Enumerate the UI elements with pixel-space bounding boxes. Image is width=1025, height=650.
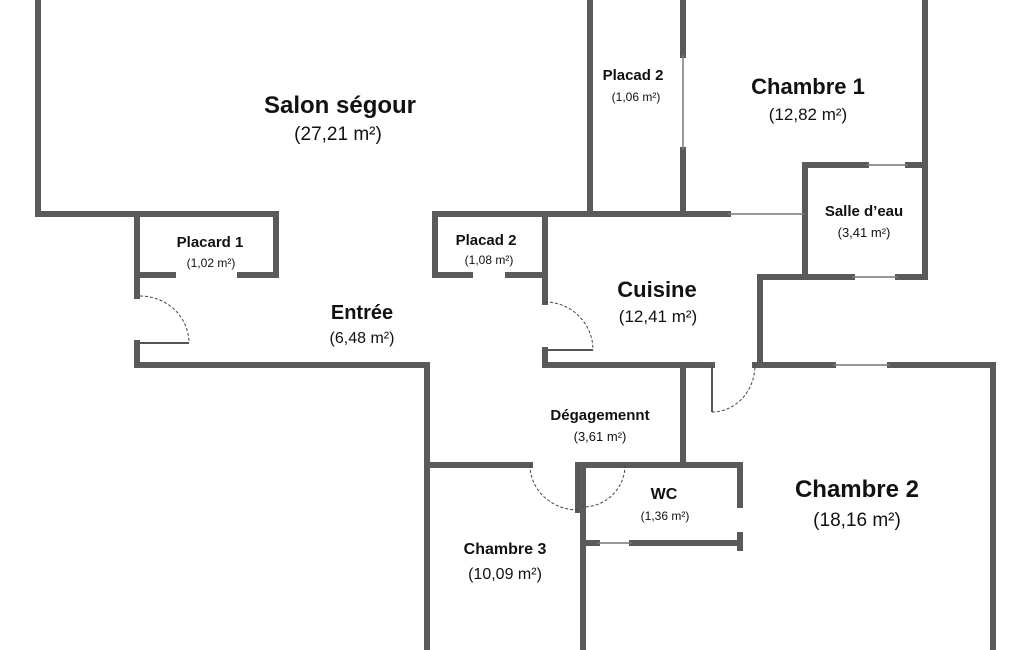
room-area: (27,21 m²) [294,124,382,145]
door-chambre2[interactable] [711,364,756,413]
room-entree: Entrée (6,48 m²) [330,302,395,347]
room-name: Chambre 2 [795,476,919,503]
room-area: (3,41 m²) [838,225,891,240]
room-area: (12,41 m²) [619,307,697,326]
room-chambre1: Chambre 1 (12,82 m²) [751,74,865,124]
room-area: (18,16 m²) [813,510,901,531]
room-placard1: Placard 1 (1,02 m²) [177,234,244,270]
room-name: Placad 2 [603,67,664,84]
room-area: (10,09 m²) [468,566,542,583]
room-name: Placard 1 [177,234,244,251]
room-name: Placad 2 [456,232,517,249]
room-area: (1,36 m²) [641,509,690,523]
room-area: (1,08 m²) [465,253,514,267]
room-area: (12,82 m²) [769,105,847,124]
room-placad2-top: Placad 2 (1,06 m²) [603,67,664,104]
room-name: WC [651,486,678,503]
room-chambre2: Chambre 2 (18,16 m²) [795,476,919,531]
room-chambre3: Chambre 3 (10,09 m²) [464,541,547,583]
room-name: Salon ségour [264,92,416,119]
room-name: Chambre 1 [751,74,865,99]
room-wc: WC (1,36 m²) [641,486,690,523]
door-wc[interactable] [582,464,626,508]
door-entree[interactable] [139,295,190,344]
room-salon: Salon ségour (27,21 m²) [264,92,416,145]
room-area: (1,06 m²) [612,90,661,104]
room-name: Chambre 3 [464,541,547,558]
room-name: Salle d’eau [825,203,903,220]
windows [597,55,908,544]
room-degagement: Dégagemennt (3,61 m²) [550,407,649,444]
door-cuisine[interactable] [544,301,594,351]
room-name: Dégagemennt [550,407,649,424]
room-area: (1,02 m²) [187,256,236,270]
room-area: (3,61 m²) [574,429,627,444]
room-salle-eau: Salle d’eau (3,41 m²) [825,203,903,240]
door-chambre3[interactable] [529,464,579,511]
room-area: (6,48 m²) [330,330,395,347]
room-name: Cuisine [617,277,696,302]
room-placad2-small: Placad 2 (1,08 m²) [456,232,517,267]
room-name: Entrée [331,302,393,324]
room-cuisine: Cuisine (12,41 m²) [617,277,697,326]
